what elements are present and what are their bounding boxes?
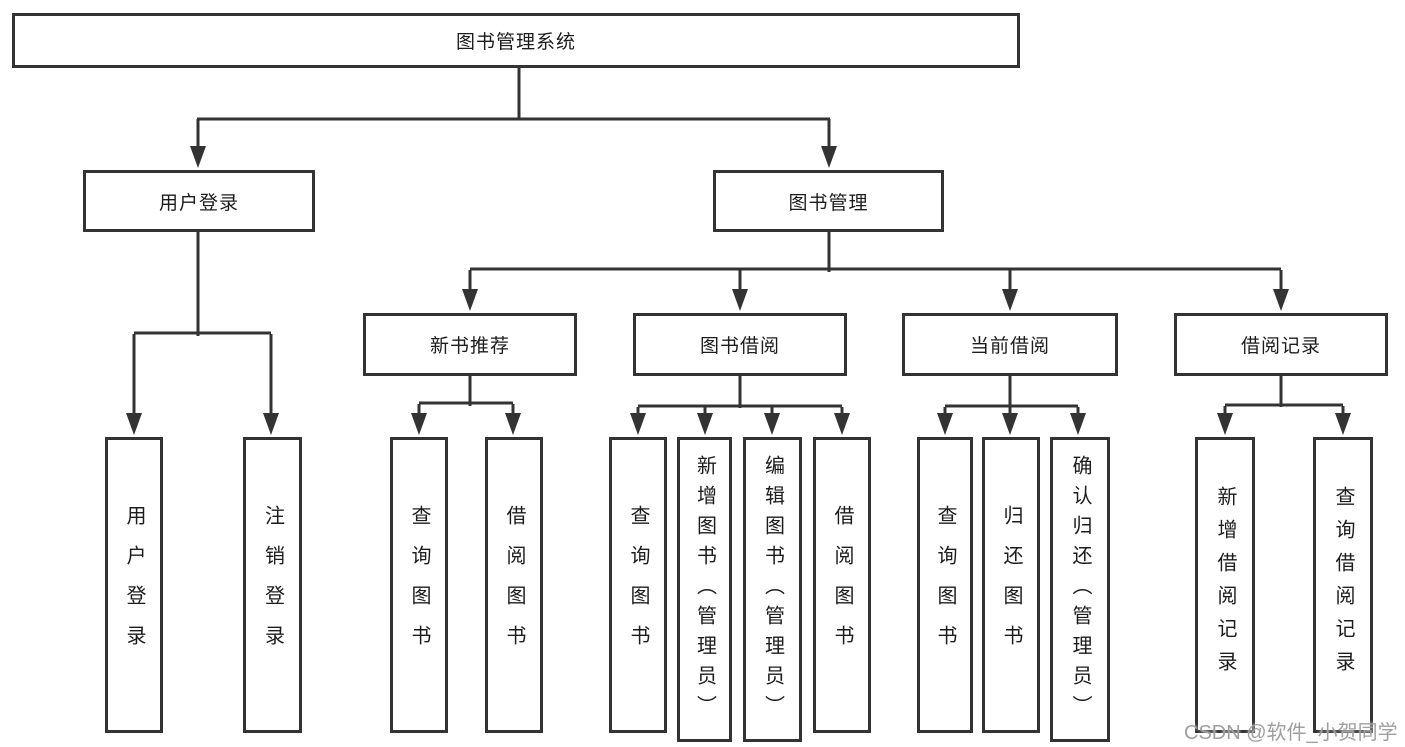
arrow-down-icon [505,413,521,435]
node-label: 归还图书 [1000,505,1022,665]
arrow-down-icon [697,413,713,435]
leaf-add-borrow-record: 新增借阅记录 [1195,437,1255,733]
node-new-book-recommend: 新书推荐 [363,313,577,376]
arrow-down-icon [1002,413,1018,435]
arrow-down-icon [1002,289,1018,311]
arrow-down-icon [1217,413,1233,435]
node-label: 用户登录 [123,505,145,665]
node-label: 查询图书 [627,505,649,665]
leaf-query-borrow-record: 查询借阅记录 [1313,437,1373,733]
watermark: CSDN @软件_小贺同学 [1184,722,1398,744]
node-label: 新增图书（管理员） [693,454,716,725]
node-label: 借阅记录 [1240,336,1321,357]
node-label: 新增借阅记录 [1214,486,1236,684]
node-label: 用户登录 [158,192,239,214]
node-library-system: 图书管理系统 [12,13,1020,68]
arrow-down-icon [732,289,748,311]
leaf-add-books-admin: 新增图书（管理员） [677,437,732,742]
arrow-down-icon [411,413,427,435]
arrow-down-icon [834,413,850,435]
leaf-query-books-c: 查询图书 [917,437,973,733]
leaf-logout-login: 注销登录 [243,437,302,733]
arrow-down-icon [1070,413,1086,435]
leaf-edit-books-admin: 编辑图书（管理员） [743,437,802,742]
arrow-down-icon [190,146,206,168]
node-label: 注销登录 [261,505,284,665]
arrow-down-icon [937,413,953,435]
node-label: 查询图书 [934,505,956,665]
node-label: 借阅图书 [831,505,853,665]
node-borrowing-records: 借阅记录 [1174,313,1388,376]
node-label: 图书管理 [788,192,869,214]
leaf-user-login: 用户登录 [105,437,163,733]
arrow-down-icon [1335,413,1351,435]
leaf-borrow-books-b: 借阅图书 [813,437,871,733]
node-label: 图书管理系统 [455,32,576,53]
node-label: 图书借阅 [699,336,780,357]
leaf-query-books-a: 查询图书 [390,437,448,733]
node-label: 编辑图书（管理员） [761,454,784,725]
node-label: 查询图书 [408,505,430,665]
connector-path [132,68,1345,418]
arrow-down-icon [630,413,646,435]
leaf-query-books-b: 查询图书 [609,437,667,733]
arrow-down-icon [1273,289,1289,311]
node-book-management: 图书管理 [713,170,944,232]
node-current-borrowing: 当前借阅 [902,313,1118,376]
node-label: 确认归还（管理员） [1069,454,1091,725]
node-label: 查询借阅记录 [1332,486,1354,684]
leaf-borrow-books-a: 借阅图书 [485,437,543,733]
node-label: 借阅图书 [503,505,525,665]
arrow-down-icon [764,413,780,435]
node-label: 当前借阅 [969,336,1050,357]
leaf-confirm-return-admin: 确认归还（管理员） [1050,437,1110,742]
node-user-login: 用户登录 [83,170,315,232]
node-book-borrowing: 图书借阅 [633,313,847,376]
arrow-down-icon [263,413,279,435]
leaf-return-books: 归还图书 [982,437,1040,733]
arrow-down-icon [462,289,478,311]
arrow-down-icon [126,413,142,435]
arrow-down-icon [821,146,837,168]
node-label: 新书推荐 [429,336,510,357]
